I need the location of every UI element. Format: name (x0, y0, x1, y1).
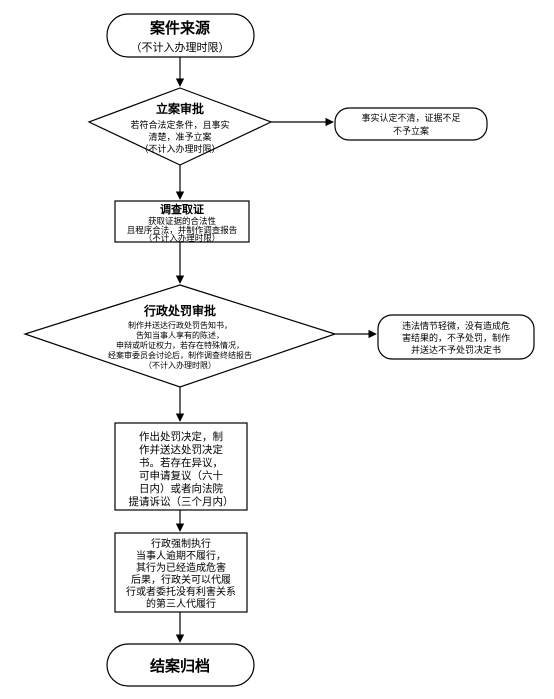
investigation-line-3: （不计入办理时限） (144, 233, 221, 244)
filing-review-line-3: （不计入办理时限） (139, 143, 220, 155)
filing-review-title: 立案审批 (156, 101, 204, 116)
investigation-line-1: 获取证据的合法性 (148, 216, 217, 227)
no-penalty-line-1: 违法情节轻微，没有造成危 (402, 320, 510, 332)
filing-review-line-1: 若符合法定条件，且事实 (130, 119, 229, 131)
start-terminator (106, 13, 255, 58)
penalty-decision-line-5: 日内）或者向法院 (139, 482, 223, 495)
penalty-review-node: 行政处罚审批 制作并送达行政处罚告知书， 告知当事人享有的陈述， 申辩或听证权力… (23, 284, 337, 388)
enforcement-line-6: 的第三人代履行 (146, 597, 216, 610)
enforcement-line-4: 后果，行政关可以代履 (131, 573, 231, 586)
enforcement-line-3: 其行为已经造成危害 (136, 561, 226, 574)
start-title: 案件来源 (149, 19, 210, 37)
penalty-decision-line-3: 书。若存在异议， (139, 456, 223, 469)
investigation-box (114, 200, 250, 243)
penalty-review-line-3: 申辩或听证权力，若存在特殊情况， (116, 340, 244, 350)
penalty-decision-line-6: 提请诉讼（三个月内） (129, 495, 234, 508)
penalty-decision-line-2: 作并送达处罚决定 (139, 443, 223, 456)
penalty-decision-line-4: 可申请复议（六十 (139, 469, 223, 482)
end-title: 结案归档 (150, 657, 210, 675)
start-node: 案件来源 （不计入办理时限） (106, 13, 255, 58)
enforcement-line-1: 行政强制执行 (151, 537, 211, 550)
filing-reject-line-1: 事实认定不清，证据不足 (361, 112, 460, 124)
filing-reject-box (334, 107, 488, 141)
filing-reject-node: 事实认定不清，证据不足 不予立案 (334, 107, 488, 141)
no-penalty-line-3: 并送达不予处罚决定书 (411, 344, 501, 356)
penalty-review-line-1: 制作并送达行政处罚告知书， (128, 320, 232, 330)
no-penalty-line-2: 害结果的，不予处罚，制作 (402, 332, 510, 344)
end-node: 结案归档 (106, 643, 255, 687)
enforcement-box (114, 532, 248, 613)
end-terminator (106, 643, 255, 687)
investigation-title: 调查取证 (160, 202, 204, 216)
enforcement-line-5: 行或者委托没有利害关系 (126, 585, 236, 598)
penalty-review-line-2: 告知当事人享有的陈述， (136, 330, 224, 340)
filing-review-line-2: 清楚，准予立案 (148, 131, 211, 143)
filing-reject-line-2: 不予立案 (393, 125, 429, 137)
no-penalty-box (377, 314, 535, 360)
penalty-review-line-5: （不计入办理时限） (144, 360, 216, 370)
enforcement-node: 行政强制执行 当事人逾期不履行， 其行为已经造成危害 后果，行政关可以代履 行或… (114, 532, 248, 613)
investigation-line-2: 且程序合法，并制作调查报告 (127, 225, 238, 236)
filing-review-diamond (87, 87, 273, 166)
connectors (175, 57, 377, 643)
penalty-decision-line-1: 作出处罚决定，制 (139, 430, 223, 443)
penalty-review-title: 行政处罚审批 (143, 303, 216, 318)
penalty-decision-node: 作出处罚决定，制 作并送达处罚决定 书。若存在异议， 可申请复议（六十 日内）或… (114, 422, 248, 511)
enforcement-line-2: 当事人逾期不履行， (136, 549, 226, 562)
penalty-review-diamond (23, 284, 337, 388)
start-note: （不计入办理时限） (131, 41, 230, 54)
penalty-decision-box (114, 422, 248, 511)
penalty-review-line-4: 经案审委员会讨论后，制作调查终结报告 (108, 350, 252, 360)
filing-review-node: 立案审批 若符合法定条件，且事实 清楚，准予立案 （不计入办理时限） (87, 87, 273, 166)
investigation-node: 调查取证 获取证据的合法性 且程序合法，并制作调查报告 （不计入办理时限） (114, 200, 250, 244)
no-penalty-node: 违法情节轻微，没有造成危 害结果的，不予处罚，制作 并送达不予处罚决定书 (377, 314, 535, 360)
